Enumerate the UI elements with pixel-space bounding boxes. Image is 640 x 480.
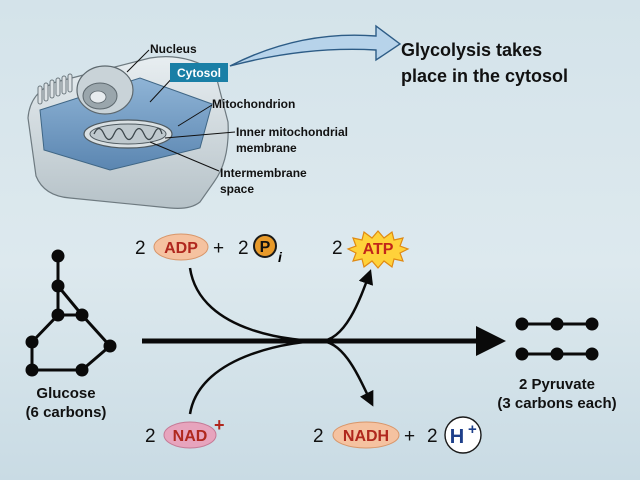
- nadh-coef: 2: [313, 426, 324, 447]
- adp-label: ADP: [164, 240, 198, 257]
- label-cytosol: Cytosol: [177, 66, 221, 80]
- hydrogen-label: H: [450, 426, 464, 448]
- atp-starburst: [346, 230, 410, 269]
- pi-coef: 2: [238, 238, 249, 259]
- cell-illustration: [27, 56, 229, 209]
- phosphate-p: P: [260, 239, 271, 256]
- h-coef: 2: [427, 426, 438, 447]
- nad-charge: +: [214, 415, 225, 435]
- callout-line1: Glycolysis takes: [401, 40, 542, 60]
- microvilli: [37, 73, 73, 105]
- adp-oval: [153, 233, 209, 261]
- label-inner-membrane-2: membrane: [236, 141, 297, 155]
- callout-arrow: [229, 24, 402, 67]
- adp-plus: +: [213, 238, 224, 259]
- nadh-label: NADH: [343, 428, 389, 445]
- nad-to-nadh-curve: [188, 339, 374, 415]
- hydrogen-charge: +: [468, 421, 477, 438]
- nad-oval: [163, 421, 217, 449]
- nad-coef: 2: [145, 426, 156, 447]
- leader-lines: [126, 49, 236, 172]
- pyruvate-label: 2 Pyruvate: [519, 376, 595, 393]
- glucose-molecule: [25, 249, 117, 377]
- atp-label: ATP: [363, 241, 394, 258]
- label-nucleus: Nucleus: [150, 42, 197, 56]
- phosphate-i: i: [278, 249, 283, 265]
- nucleus-shape: [76, 65, 134, 115]
- phosphate-circle: [253, 234, 277, 258]
- mitochondrion-shape: [83, 119, 173, 149]
- nadh-oval: [332, 421, 400, 449]
- pyruvate-molecules: [515, 317, 599, 361]
- label-intermembrane-1: Intermembrane: [220, 166, 307, 180]
- label-inner-membrane-1: Inner mitochondrial: [236, 125, 348, 139]
- atp-coef: 2: [332, 238, 343, 259]
- label-intermembrane-2: space: [220, 182, 254, 196]
- pyruvate-carbons: (3 carbons each): [497, 395, 616, 412]
- adp-coef: 2: [135, 238, 146, 259]
- reaction-arrows: [142, 267, 506, 415]
- glucose-carbons: (6 carbons): [26, 404, 107, 421]
- callout-line2: place in the cytosol: [401, 66, 568, 86]
- nadh-plus: +: [404, 426, 415, 447]
- adp-to-atp-curve: [188, 267, 374, 343]
- nad-label: NAD: [173, 428, 208, 445]
- glucose-label: Glucose: [36, 385, 95, 402]
- cytosol-badge: [170, 63, 228, 82]
- hydrogen-ion-circle: [444, 416, 482, 454]
- label-mitochondrion: Mitochondrion: [212, 97, 295, 111]
